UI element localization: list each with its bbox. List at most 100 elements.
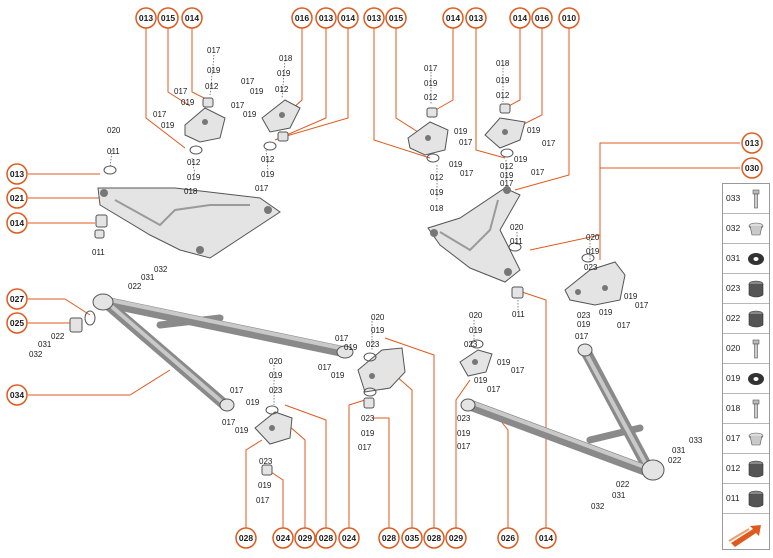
callout-013: 013 bbox=[315, 7, 337, 29]
svg-text:024: 024 bbox=[342, 533, 356, 543]
svg-text:014: 014 bbox=[446, 13, 460, 23]
callout-013: 013 bbox=[363, 7, 385, 29]
svg-text:016: 016 bbox=[535, 13, 549, 23]
part-label: 012 bbox=[205, 82, 219, 91]
callout-leader-lines bbox=[28, 27, 740, 528]
part-label: 018 bbox=[279, 54, 293, 63]
part-label: 019 bbox=[599, 308, 613, 317]
part-labels: 017 019 012 017 019 017 019 020 011 012 … bbox=[29, 46, 703, 511]
callout-025: 025 bbox=[6, 312, 28, 334]
orange-arrow-icon bbox=[728, 525, 761, 547]
part-label: 017 bbox=[174, 87, 188, 96]
legend-code: 022 bbox=[726, 313, 741, 323]
bracket-top-left-1 bbox=[184, 107, 226, 143]
part-label: 012 bbox=[187, 158, 201, 167]
svg-text:028: 028 bbox=[382, 533, 396, 543]
part-label: 019 bbox=[207, 66, 221, 75]
svg-text:013: 013 bbox=[319, 13, 333, 23]
part-label: 019 bbox=[361, 429, 375, 438]
washer-icon bbox=[748, 253, 764, 265]
part-label: 017 bbox=[230, 386, 244, 395]
bolt-icon bbox=[752, 339, 760, 359]
part-label: 023 bbox=[259, 457, 273, 466]
part-label: 019 bbox=[449, 160, 463, 169]
part-label: 019 bbox=[577, 320, 591, 329]
legend-row: 011 bbox=[723, 484, 769, 514]
svg-text:014: 014 bbox=[185, 13, 199, 23]
cap-nut-icon bbox=[748, 432, 764, 446]
part-label: 031 bbox=[38, 340, 52, 349]
svg-text:021: 021 bbox=[10, 193, 24, 203]
part-label: 019 bbox=[269, 371, 283, 380]
part-label: 017 bbox=[457, 442, 471, 451]
bushing-icon bbox=[748, 310, 764, 328]
part-label: 019 bbox=[500, 171, 514, 180]
part-label: 017 bbox=[256, 496, 270, 505]
cap-nut-icon bbox=[748, 222, 764, 236]
svg-text:028: 028 bbox=[427, 533, 441, 543]
legend-code: 012 bbox=[726, 463, 741, 473]
callout-016: 016 bbox=[531, 7, 553, 29]
part-label: 019 bbox=[331, 371, 345, 380]
part-label: 019 bbox=[586, 247, 600, 256]
svg-text:014: 014 bbox=[513, 13, 527, 23]
part-label: 017 bbox=[617, 321, 631, 330]
right-wishbone-026 bbox=[460, 343, 665, 481]
part-label: 017 bbox=[222, 418, 236, 427]
part-label: 019 bbox=[624, 292, 638, 301]
bracket-right-030 bbox=[564, 261, 626, 306]
part-label: 012 bbox=[275, 85, 289, 94]
part-label: 012 bbox=[430, 173, 444, 182]
svg-text:027: 027 bbox=[10, 294, 24, 304]
bracket-center-029b bbox=[459, 349, 493, 377]
svg-text:029: 029 bbox=[449, 533, 463, 543]
callout-024: 024 bbox=[272, 527, 294, 549]
legend-code: 031 bbox=[726, 253, 741, 263]
legend-row: 031 bbox=[723, 244, 769, 274]
part-label: 020 bbox=[469, 311, 483, 320]
svg-text:035: 035 bbox=[405, 533, 419, 543]
callout-028: 028 bbox=[378, 527, 400, 549]
callout-027: 027 bbox=[6, 288, 28, 310]
svg-text:013: 013 bbox=[745, 138, 759, 148]
legend-row: 017 bbox=[723, 424, 769, 454]
legend-row: 019 bbox=[723, 364, 769, 394]
part-label: 019 bbox=[496, 76, 510, 85]
callout-013: 013 bbox=[135, 7, 157, 29]
svg-text:029: 029 bbox=[298, 533, 312, 543]
legend-code: 023 bbox=[726, 283, 741, 293]
part-label: 017 bbox=[255, 184, 269, 193]
part-label: 023 bbox=[577, 311, 591, 320]
part-label: 017 bbox=[459, 138, 473, 147]
part-label: 019 bbox=[246, 398, 260, 407]
parts-legend: 033 032 031 023 022 020 019 018 017 012 … bbox=[722, 183, 770, 550]
bracket-top-left-2 bbox=[261, 99, 301, 133]
part-label: 023 bbox=[584, 263, 598, 272]
rings bbox=[84, 141, 595, 415]
svg-text:025: 025 bbox=[10, 318, 24, 328]
legend-row: 023 bbox=[723, 274, 769, 304]
svg-text:026: 026 bbox=[501, 533, 515, 543]
mounting-plate-010 bbox=[427, 186, 521, 283]
callout-028: 028 bbox=[423, 527, 445, 549]
callout-014: 014 bbox=[535, 527, 557, 549]
part-label: 019 bbox=[181, 98, 195, 107]
bracket-top-right bbox=[484, 117, 526, 149]
callout-013: 013 bbox=[6, 163, 28, 185]
part-label: 011 bbox=[510, 237, 523, 246]
callout-014: 014 bbox=[337, 7, 359, 29]
legend-row: 012 bbox=[723, 454, 769, 484]
callout-028: 028 bbox=[235, 527, 257, 549]
part-label: 017 bbox=[487, 385, 501, 394]
part-label: 019 bbox=[250, 87, 264, 96]
legend-row: 033 bbox=[723, 184, 769, 214]
part-label: 031 bbox=[672, 446, 686, 455]
part-label: 019 bbox=[474, 376, 488, 385]
part-label: 023 bbox=[269, 386, 283, 395]
part-label: 011 bbox=[92, 248, 105, 257]
part-label: 019 bbox=[514, 155, 528, 164]
legend-code: 017 bbox=[726, 433, 741, 443]
part-label: 022 bbox=[51, 332, 65, 341]
bracket-bottom-029a bbox=[254, 411, 293, 445]
label-leader-lines bbox=[109, 54, 591, 405]
